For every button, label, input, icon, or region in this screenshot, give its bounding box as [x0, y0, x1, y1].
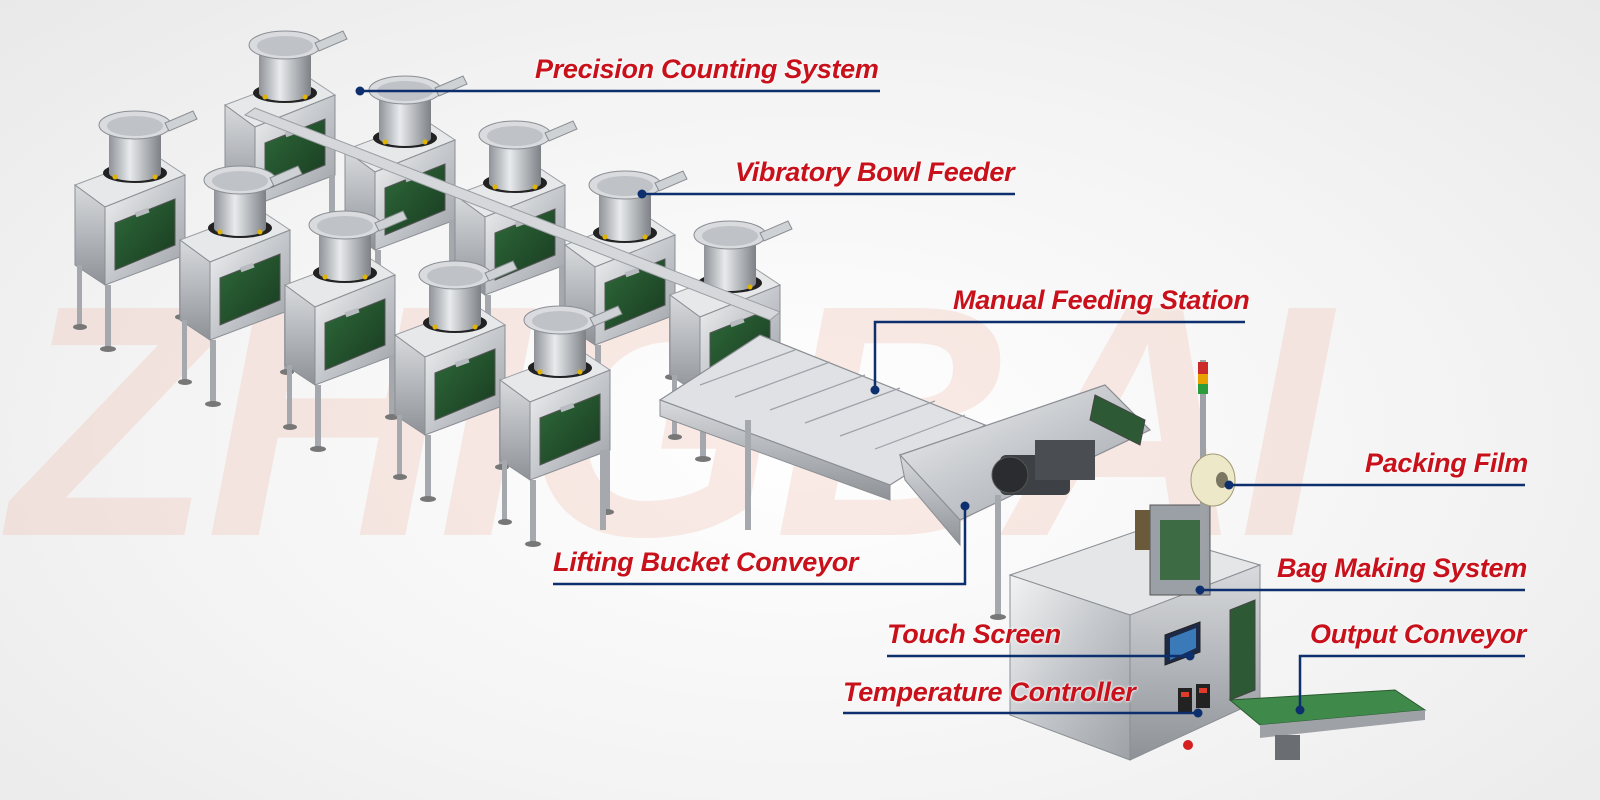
leader-lifting-bucket: [553, 506, 967, 586]
label-manual-feeding-station: Manual Feeding Station: [953, 285, 1250, 315]
dot-output-conveyor: [1295, 705, 1305, 715]
leader-manual-feeding: [873, 320, 1245, 390]
label-temperature-controller: Temperature Controller: [843, 677, 1136, 707]
dot-touch-screen: [1185, 651, 1195, 661]
label-output-conveyor: Output Conveyor: [1310, 619, 1526, 649]
label-precision-counting-system: Precision Counting System: [535, 54, 879, 84]
label-touch-screen: Touch Screen: [887, 619, 1061, 649]
label-bag-making-system: Bag Making System: [1277, 553, 1527, 583]
leader-output-conveyor: [1298, 654, 1525, 710]
dot-lifting-bucket: [960, 501, 970, 511]
label-vibratory-bowl-feeder: Vibratory Bowl Feeder: [735, 157, 1015, 187]
label-packing-film: Packing Film: [1365, 448, 1528, 478]
label-lifting-bucket-conveyor: Lifting Bucket Conveyor: [553, 547, 859, 577]
dot-precision-counting: [355, 86, 365, 96]
dot-bag-making: [1195, 585, 1205, 595]
dot-packing-film: [1224, 480, 1234, 490]
dot-temperature: [1193, 708, 1203, 718]
dot-vibratory-bowl: [637, 189, 647, 199]
dot-manual-feeding: [870, 385, 880, 395]
